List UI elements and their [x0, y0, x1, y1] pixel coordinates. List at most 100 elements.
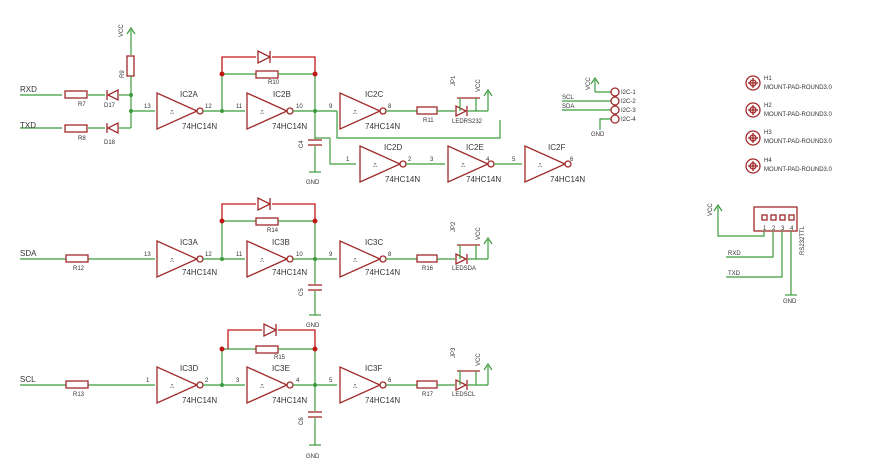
- svg-text:74HC14N: 74HC14N: [385, 175, 420, 184]
- feedback-diode-2: [257, 196, 272, 212]
- svg-text:8: 8: [388, 104, 392, 110]
- svg-text:⎍: ⎍: [538, 163, 543, 169]
- mount-pad-h3: H3 MOUNT-PAD-ROUND3.0: [745, 130, 833, 146]
- inverter-ic3d: ⎍ IC3D 74HC14N 1 2: [146, 364, 217, 405]
- svg-text:13: 13: [144, 104, 151, 110]
- svg-text:IC2F: IC2F: [548, 143, 565, 152]
- svg-text:⎍: ⎍: [260, 384, 265, 390]
- svg-text:H2: H2: [764, 103, 772, 109]
- svg-text:⎍: ⎍: [353, 110, 358, 116]
- label-r9: R9: [120, 70, 126, 78]
- svg-text:IC3A: IC3A: [180, 238, 198, 247]
- ic2a-type: 74HC14N: [182, 122, 217, 131]
- svg-text:13: 13: [144, 252, 151, 258]
- svg-text:JP2: JP2: [451, 221, 457, 232]
- resistor-r7: [64, 90, 88, 99]
- svg-text:74HC14N: 74HC14N: [466, 175, 501, 184]
- inverter-ic3e: ⎍ IC3E 74HC14N 3 4: [236, 364, 307, 405]
- svg-text:74HC14N: 74HC14N: [365, 268, 400, 277]
- ic2c-type: 74HC14N: [365, 122, 400, 131]
- svg-text:4: 4: [790, 226, 794, 232]
- svg-text:9: 9: [329, 252, 333, 258]
- resistor-r8: [64, 124, 88, 133]
- svg-text:R16: R16: [422, 266, 434, 272]
- inverter-ic3b: ⎍ IC3B 74HC14N 11 10: [236, 238, 307, 279]
- svg-text:MOUNT-PAD-ROUND3.0: MOUNT-PAD-ROUND3.0: [764, 139, 833, 145]
- resistor-r17: [416, 380, 438, 389]
- svg-text:8: 8: [388, 252, 392, 258]
- resistor-r9: [126, 55, 135, 77]
- label-c4: C4: [299, 140, 305, 148]
- svg-text:4: 4: [296, 378, 300, 384]
- svg-text:5: 5: [512, 157, 516, 163]
- svg-text:6: 6: [388, 378, 392, 384]
- svg-text:H3: H3: [764, 130, 772, 136]
- svg-text:RS232TTL: RS232TTL: [800, 225, 806, 255]
- svg-text:IC3F: IC3F: [365, 364, 382, 373]
- svg-text:GND: GND: [306, 454, 320, 460]
- led-sda: [455, 252, 468, 266]
- svg-text:IC3C: IC3C: [365, 238, 383, 247]
- inverter-ic2c: ⎍ IC2C 74HC14N 9 8: [329, 90, 400, 131]
- net-label-scl: SCL: [20, 375, 36, 384]
- resistor-r15: [255, 345, 279, 354]
- inverter-ic3f: ⎍ IC3F 74HC14N 5 6: [329, 364, 400, 405]
- vcc-label-r9: VCC: [119, 24, 125, 37]
- svg-text:74HC14N: 74HC14N: [182, 396, 217, 405]
- svg-text:11: 11: [236, 252, 243, 258]
- svg-text:R13: R13: [73, 392, 85, 398]
- svg-text:VCC: VCC: [586, 77, 592, 90]
- label-jp1: JP1: [451, 75, 457, 86]
- jumper-jp3: [457, 370, 480, 385]
- svg-text:R15: R15: [274, 355, 286, 361]
- svg-text:2: 2: [205, 378, 209, 384]
- resistor-r13: [65, 380, 89, 389]
- svg-text:1: 1: [346, 157, 350, 163]
- net-label-rxd: RXD: [20, 85, 37, 94]
- diode-d17: [106, 88, 119, 102]
- svg-text:IC3E: IC3E: [272, 364, 290, 373]
- inverter-ic2b: ⎍ IC2B 74HC14N 11 10: [236, 90, 307, 131]
- mount-pad-h2: H2 MOUNT-PAD-ROUND3.0: [745, 102, 833, 118]
- row-rs232-chain: ⎍ IC2D 74HC14N 1 2 ⎍ IC2E 74HC14N 3 4 ⎍ …: [346, 143, 585, 184]
- svg-text:⎍: ⎍: [260, 110, 265, 116]
- label-r8: R8: [78, 136, 86, 142]
- row-sda: SDA R12 ⎍ IC3A 74HC14N 13 12 ⎍ IC3B 74HC…: [20, 196, 493, 329]
- svg-text:⎍: ⎍: [170, 258, 175, 264]
- svg-text:3: 3: [430, 157, 434, 163]
- net-label-txd: TXD: [20, 121, 36, 130]
- svg-text:SDA: SDA: [562, 104, 574, 110]
- mount-pad-h1: H1 MOUNT-PAD-ROUND3.0: [745, 75, 833, 91]
- svg-text:6: 6: [570, 157, 574, 163]
- label-d18: D18: [104, 140, 116, 146]
- feedback-diode-3: [263, 322, 278, 338]
- svg-text:10: 10: [296, 104, 303, 110]
- inverter-ic2d: ⎍ IC2D 74HC14N 1 2: [346, 143, 420, 184]
- row-rs232: ⎍ IC2A 74HC14N 13 12 ⎍ IC2B 74HC14N 11 1…: [144, 49, 501, 186]
- jumper-jp1: [457, 97, 480, 111]
- svg-text:TXD: TXD: [728, 271, 741, 277]
- svg-text:4: 4: [486, 157, 490, 163]
- svg-text:9: 9: [329, 104, 333, 110]
- feedback-diode-1: [257, 49, 272, 65]
- svg-text:⎍: ⎍: [170, 110, 175, 116]
- inverter-ic3a: ⎍ IC3A 74HC14N 13 12: [144, 238, 217, 279]
- svg-text:74HC14N: 74HC14N: [272, 396, 307, 405]
- svg-text:VCC: VCC: [476, 227, 482, 240]
- svg-text:74HC14N: 74HC14N: [182, 268, 217, 277]
- inverter-ic2e: ⎍ IC2E 74HC14N 3 4: [430, 143, 501, 184]
- svg-text:⎍: ⎍: [353, 384, 358, 390]
- led-scl: [455, 378, 468, 392]
- svg-text:11: 11: [236, 104, 243, 110]
- svg-text:⎍: ⎍: [461, 163, 466, 169]
- svg-text:I2C-2: I2C-2: [621, 99, 636, 105]
- i2c-connector: VCC SCL SDA GND I2C-1 I2C-2 I2C-3 I2C-4: [562, 77, 636, 138]
- resistor-r12: [65, 254, 89, 263]
- svg-text:I2C-4: I2C-4: [621, 117, 636, 123]
- gnd-c4: GND: [306, 180, 320, 186]
- svg-text:2: 2: [772, 226, 776, 232]
- svg-text:3: 3: [781, 226, 785, 232]
- svg-text:H1: H1: [764, 76, 772, 82]
- inverter-ic3c: ⎍ IC3C 74HC14N 9 8: [329, 238, 400, 279]
